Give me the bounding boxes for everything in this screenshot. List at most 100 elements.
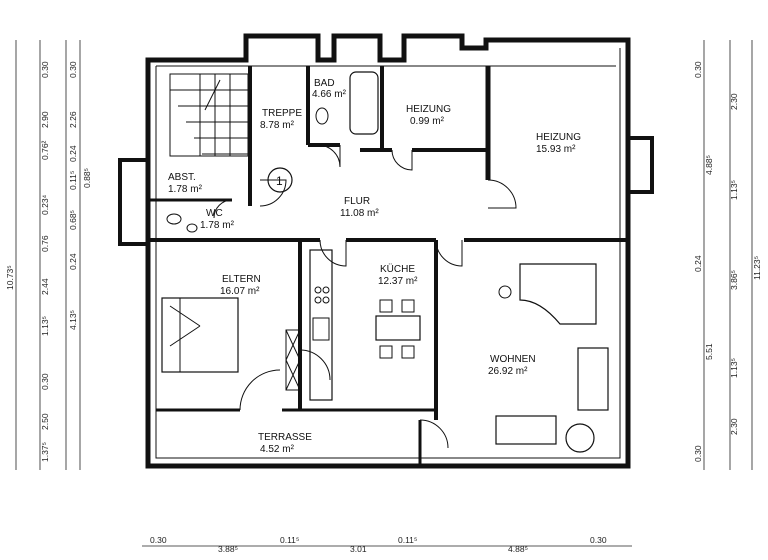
left-mid-dims: 0.30 2.90 0.76² 0.23⁴ 0.76 2.44 1.13⁵ 0.… [40,61,50,462]
stove-burner [314,296,322,304]
dim-label: 3.88⁵ [218,544,238,554]
wall-flur-top [308,143,488,152]
room-area: 15.93 m² [536,144,576,155]
dim-label: 11.23⁵ [752,256,762,280]
dim-label: 0.30 [40,61,50,78]
room-area: 8.78 m² [260,120,295,131]
room-name: HEIZUNG [536,132,581,143]
stair-marker [267,167,293,193]
room-name: TREPPE [262,108,302,119]
room-name: FLUR [344,196,370,207]
bath-sink [315,107,329,125]
room-area: 11.08 m² [340,208,379,219]
dim-label: 0.76 [40,235,50,252]
room-name: WOHNEN [490,354,536,365]
door-arcs [213,144,517,449]
chair [401,299,415,313]
stove-burner [322,286,330,294]
coffee-table [565,423,595,453]
outer-wall [145,33,631,469]
sofa [577,347,609,411]
wc-toilet [166,213,182,225]
kitchen-counter [309,249,333,401]
stove-burner [314,286,322,294]
dim-label: 0.24 [68,253,78,270]
dim-label: 5.51 [704,343,714,360]
dim-label: 0.30 [40,373,50,390]
dim-label: 4.88⁵ [508,544,528,554]
room-name: BAD [314,78,335,89]
right-total-dim: 11.23⁵ [752,256,762,280]
dim-label: 2.44 [40,278,50,295]
inner-outline [155,48,621,459]
dim-label: 1.13⁵ [729,358,739,378]
dim-label: 0.23⁴ [40,194,50,215]
room-area: 12.37 m² [378,276,418,287]
left-annex [118,158,148,246]
dim-label: 0.11⁵ [68,171,78,190]
bottom-dims: 0.30 3.88⁵ 0.11⁵ 3.01 0.11⁵ 4.88⁵ 0.30 [150,535,607,554]
dim-label: 3.01 [350,544,367,554]
dim-label: 0.68⁵ [68,210,78,230]
dim-label: 1.13⁵ [40,316,50,336]
dim-label: 0.11⁵ [280,535,299,545]
dim-label: 10.73⁵ [5,265,15,290]
dim-label: 0.30 [693,61,703,78]
room-name: KÜCHE [380,263,415,275]
left-inner-dims: 0.30 2.26 0.24 0.11⁵ 0.68⁵ 0.24 4.13⁵ [68,61,78,330]
dim-label: 2.90 [40,111,50,128]
dim-label: 2.50 [40,413,50,430]
chair [379,345,393,359]
room-area: 4.66 m² [312,89,347,100]
chair [379,299,393,313]
bed [161,297,239,373]
room-area: 1.78 m² [200,220,235,231]
dim-label: 0.88⁵ [82,168,92,188]
bathtub [349,71,379,135]
right-dims-a: 0.30 4.88⁵ 0.24 5.51 0.30 [693,61,714,462]
room-name: TERRASSE [258,432,312,443]
dim-label: 0.76² [40,140,50,160]
dim-label: 0.24 [68,145,78,162]
wc-sink [186,223,198,233]
dim-label: 4.13⁵ [68,310,78,330]
room-name: ELTERN [222,274,261,285]
room-area: 16.07 m² [220,286,260,297]
dining-table [375,315,421,341]
sofa-bottom [495,415,557,445]
dimension-lines [15,40,753,547]
chair [401,345,415,359]
room-labels: TREPPE 8.78 m² BAD 4.66 m² HEIZUNG 0.99 … [168,78,581,455]
left-outer-dims: 10.73⁵ [5,265,15,290]
dim-label: 1.37⁵ [40,442,50,462]
room-name: ABST. [168,172,196,183]
dim-label: 2.30 [729,93,739,110]
stair-marker-label: 1 [276,174,283,188]
dim-label: 2.26 [68,111,78,128]
dim-label: 0.30 [590,535,607,545]
stove-burner [322,296,330,304]
kitchen-sink [312,317,330,341]
room-name: HEIZUNG [406,104,451,115]
room-area: 26.92 m² [488,366,528,377]
staircase [169,73,249,157]
closet [285,329,301,391]
dim-label: 0.11⁵ [398,535,417,545]
dim-label: 0.24 [693,255,703,272]
dim-label: 4.88⁵ [704,155,714,175]
room-area: 1.78 m² [168,184,203,195]
left-small-dims: 0.88⁵ [82,168,92,188]
dim-label: 0.30 [68,61,78,78]
dim-label: 3.86⁵ [729,270,739,290]
room-name: WC [206,208,223,219]
right-dims-b: 2.30 1.13⁵ 3.86⁵ 1.13⁵ 2.30 [729,93,739,435]
dim-label: 0.30 [693,445,703,462]
piano-stool [498,285,512,299]
piano [519,263,597,325]
dim-label: 2.30 [729,418,739,435]
room-area: 0.99 m² [410,116,445,127]
right-annex [628,136,654,194]
dim-label: 0.30 [150,535,167,545]
room-area: 4.52 m² [260,444,295,455]
